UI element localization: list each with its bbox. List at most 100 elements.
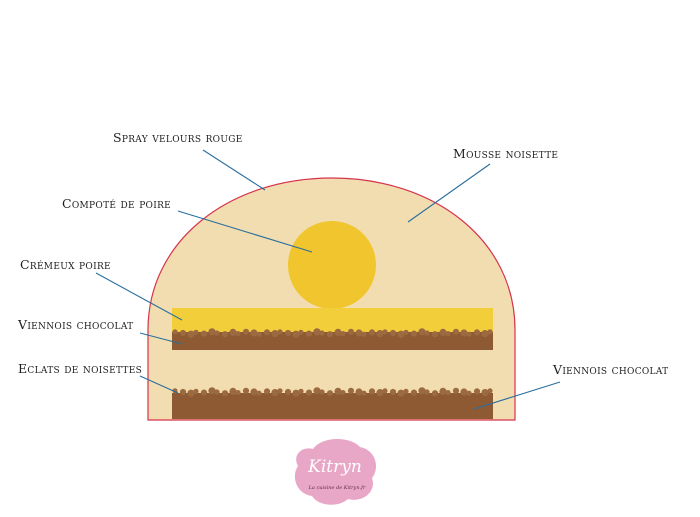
crumb (487, 329, 493, 335)
label-mousse: Mousse noisette (453, 146, 558, 161)
cremeux-layer (172, 308, 493, 332)
crumb (439, 328, 447, 336)
crumb (263, 329, 271, 336)
crumb (271, 330, 279, 338)
crumb (229, 387, 237, 395)
crumb (452, 328, 460, 335)
crumb (292, 389, 300, 397)
crumb (361, 390, 367, 396)
crumb (389, 388, 397, 396)
crumb (347, 328, 355, 335)
crumb (382, 388, 388, 394)
leader-compote (177, 210, 313, 253)
crumb (460, 329, 468, 337)
crumb (452, 387, 460, 394)
crumb (298, 329, 304, 335)
leader-spray (202, 149, 266, 191)
crumb (305, 389, 313, 396)
crumb (473, 329, 481, 336)
crumb (445, 331, 451, 337)
crumb (326, 390, 334, 397)
crumb (292, 330, 300, 338)
label-viennois-bottom: Viennois chocolat (552, 362, 668, 377)
crumb (263, 388, 271, 395)
crumb (242, 387, 250, 394)
crumb (397, 330, 405, 338)
crumb (466, 390, 472, 396)
crumb (208, 328, 216, 336)
crumb (313, 387, 321, 395)
crumb (277, 388, 283, 394)
crumb (250, 329, 258, 337)
crumb (319, 330, 325, 336)
crumb (481, 389, 489, 397)
label-compote: Compoté de poire (62, 196, 171, 211)
crumb (397, 389, 405, 397)
crumb (481, 330, 489, 338)
crumb (368, 388, 376, 395)
crumb (172, 329, 178, 335)
crumb (284, 388, 292, 396)
crumb (242, 328, 250, 335)
crumb (382, 329, 388, 335)
crumbs-bottom (172, 387, 493, 397)
crumb (187, 389, 195, 397)
crumb (334, 387, 342, 395)
label-spray: Spray velours rouge (113, 130, 243, 145)
crumb (431, 331, 439, 338)
crumb (439, 387, 447, 395)
crumb (221, 331, 229, 338)
crumb (214, 389, 220, 395)
crumb (250, 388, 258, 396)
crumb (235, 390, 241, 396)
crumbs-top (172, 328, 493, 338)
kitryn-logo: Kitryn La cuisine de Kitryn.fr (294, 438, 376, 505)
crumb (418, 387, 426, 395)
crumb (445, 390, 451, 396)
crumb (418, 328, 426, 336)
crumb (319, 389, 325, 395)
crumb (403, 388, 409, 394)
crumb (376, 330, 384, 338)
crumb (277, 329, 283, 335)
crumb (424, 389, 430, 395)
crumb (410, 389, 418, 396)
crumb (193, 388, 199, 394)
crumb (355, 329, 363, 337)
label-cremeux: Crémeux poire (20, 257, 111, 272)
crumb (473, 388, 481, 395)
crumb (368, 329, 376, 336)
crumb (229, 328, 237, 336)
crumb (326, 331, 334, 338)
label-eclats: Eclats de noisettes (18, 361, 142, 376)
crumb (410, 330, 418, 337)
crumb (466, 331, 472, 337)
crumb (403, 329, 409, 335)
crumb (334, 328, 342, 336)
crumb (376, 389, 384, 397)
crumb (187, 330, 195, 338)
crumb (179, 388, 187, 396)
logo-name: Kitryn (307, 457, 362, 477)
crumb (313, 328, 321, 336)
logo-tagline: La cuisine de Kitryn.fr (308, 485, 366, 491)
crumb (340, 390, 346, 396)
crumb (284, 329, 292, 337)
crumb (256, 390, 262, 396)
crumb (235, 331, 241, 337)
crumb (179, 329, 187, 337)
crumb (221, 390, 229, 397)
crumb (347, 387, 355, 394)
viennois-top-layer (172, 332, 493, 350)
crumb (214, 330, 220, 336)
crumb (298, 388, 304, 394)
leader-cremeux (95, 272, 183, 321)
leader-eclats (139, 375, 179, 394)
crumb (256, 331, 262, 337)
leader-viennois-top (139, 332, 183, 345)
crumb (487, 388, 493, 394)
crumb (361, 331, 367, 337)
leader-viennois-bottom (473, 381, 561, 410)
crumb (389, 329, 397, 337)
crumb (193, 329, 199, 335)
